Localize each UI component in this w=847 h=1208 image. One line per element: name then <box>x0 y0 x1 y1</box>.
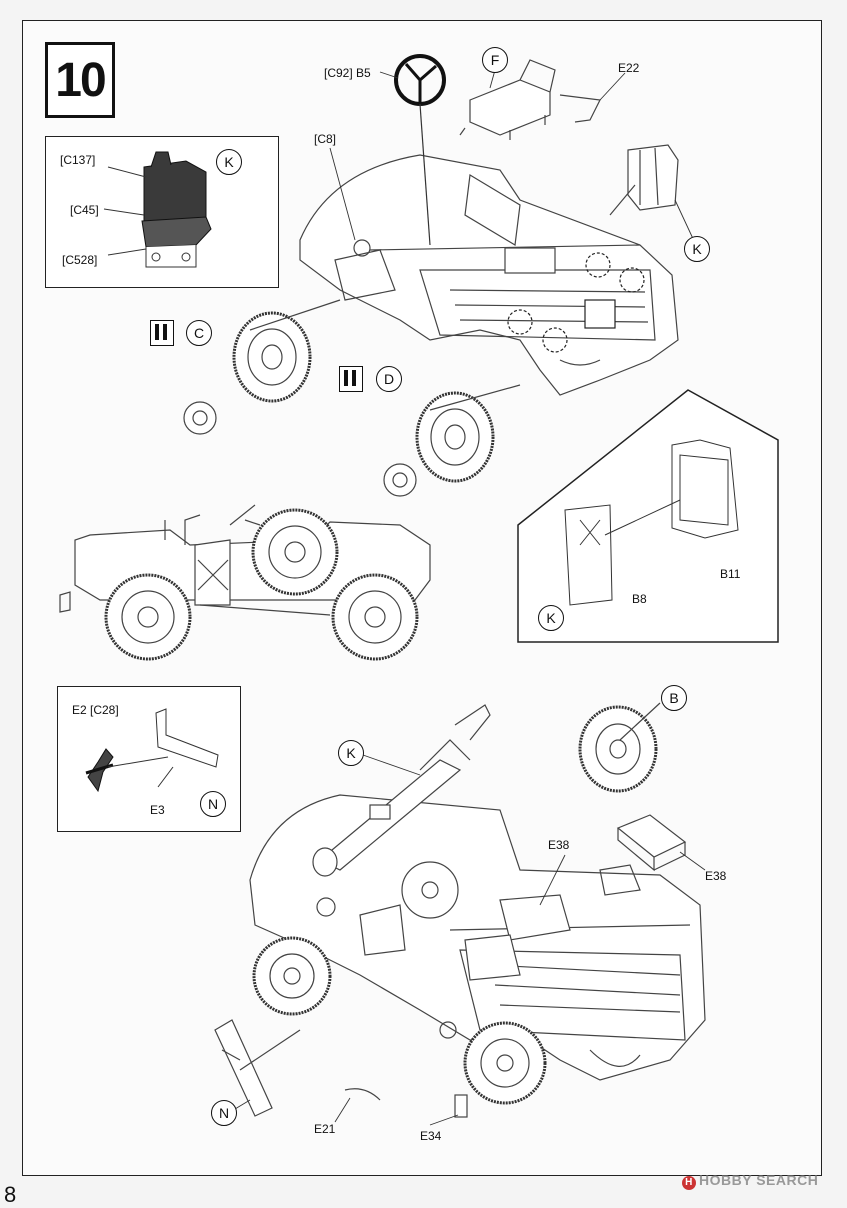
lower-n-marker: N <box>211 1100 237 1126</box>
e34-label: E34 <box>420 1129 442 1143</box>
inset-k-tank-drawing <box>103 151 212 268</box>
inset-k-marker: K <box>216 149 242 175</box>
inset-b8-label: B8 <box>632 592 647 606</box>
inset-e3-label: E3 <box>150 803 165 817</box>
lower-k-marker: K <box>338 740 364 766</box>
wheel-c-drawing <box>183 299 341 435</box>
wheel-d-marker: D <box>376 366 402 392</box>
n-bracket-lower-drawing <box>214 1019 301 1117</box>
rear-seat-drawing <box>459 59 601 140</box>
inset-n-marker: N <box>200 791 226 817</box>
wheel-b-drawing <box>578 702 661 793</box>
inset-k-tank: [C137] [C45] [C528] K <box>45 136 279 288</box>
seat-part-label: E22 <box>618 61 640 75</box>
e34-drawing <box>454 1094 468 1118</box>
tank-marker: K <box>684 236 710 262</box>
rifle-rack-drawing <box>312 704 491 877</box>
steering-callout: [C92] B5 <box>324 66 371 80</box>
hood-part-label: [C8] <box>314 132 337 146</box>
wheel-d-symbol <box>339 366 363 392</box>
step-number: 10 <box>55 53 106 107</box>
wheel-d-drawing <box>383 384 521 497</box>
inset-k-bracket-marker: K <box>538 605 564 631</box>
seat-marker: F <box>482 47 508 73</box>
side-view-jeep <box>59 504 431 661</box>
h-logo-icon: H <box>682 1176 696 1190</box>
inset-k-part-1: [C137] <box>60 153 96 167</box>
inset-b11-label: B11 <box>720 567 741 581</box>
e38-label-b: E38 <box>705 869 727 883</box>
inset-k-part-2: [C45] <box>70 203 99 217</box>
e21-label: E21 <box>314 1122 336 1136</box>
inset-k-part-3: [C528] <box>62 253 98 267</box>
jerry-can-upper-drawing <box>609 144 679 216</box>
e21-drawing <box>344 1088 381 1101</box>
page-number: 8 <box>4 1182 17 1207</box>
wheel-c-symbol <box>150 320 174 346</box>
e38-label-a: E38 <box>548 838 570 852</box>
wheel-b-marker: B <box>661 685 687 711</box>
wheel-c-marker: C <box>186 320 212 346</box>
watermark-brand: HOBBY SEARCH <box>699 1172 819 1188</box>
inset-e2-label: E2 [C28] <box>72 703 119 717</box>
step-number-box: 10 <box>45 42 115 118</box>
e38-box-drawing <box>616 814 687 872</box>
lower-jeep-body <box>249 794 706 1105</box>
steering-wheel-drawing <box>394 54 446 246</box>
inset-n-drawing <box>85 708 219 793</box>
inset-n-bracket: E2 [C28] E3 N <box>57 686 241 832</box>
